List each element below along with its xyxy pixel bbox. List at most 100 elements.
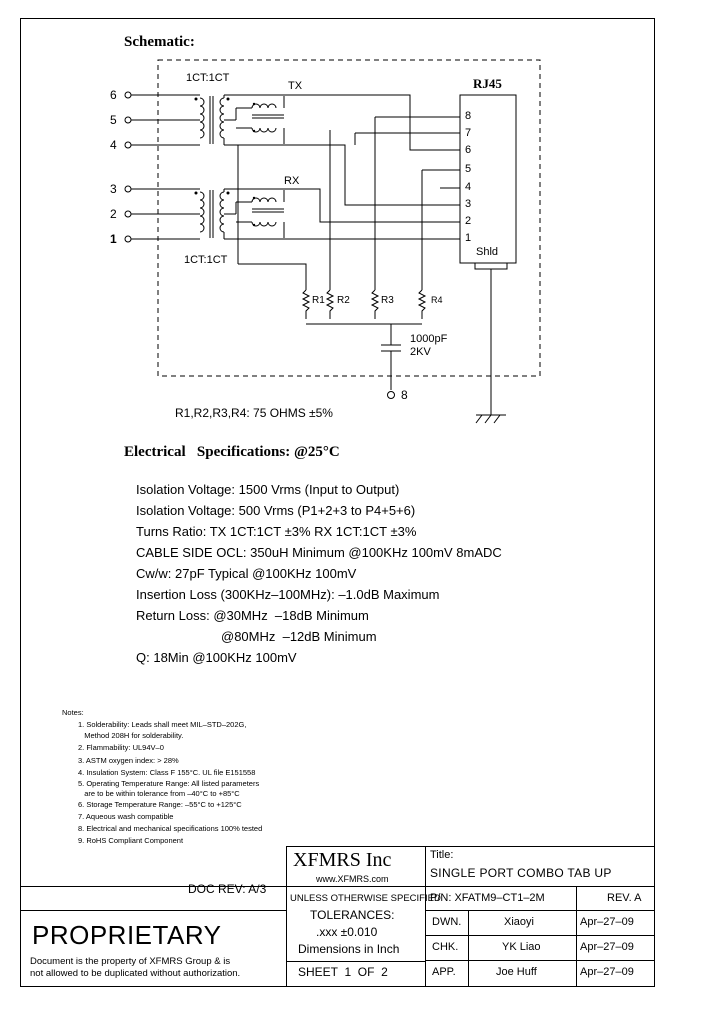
shield-tab (474, 262, 508, 270)
rj45-pin-3: 3 (465, 198, 472, 210)
note-item: 2. Flammability: UL94V–0 (78, 743, 164, 752)
dimensions-unit: Dimensions in Inch (298, 942, 400, 956)
rx-secondary-coil (219, 191, 225, 233)
app-date: Apr–27–09 (580, 966, 634, 978)
spec-line: Turns Ratio: TX 1CT:1CT ±3% RX 1CT:1CT ±… (136, 524, 417, 539)
tx-label: TX (288, 80, 303, 92)
rj45-pin-8: 8 (465, 110, 472, 122)
left-pin-5: 5 (110, 113, 117, 127)
proprietary-text: Document is the property of XFMRS Group … (30, 956, 231, 967)
company-website: www.XFMRS.com (316, 874, 389, 884)
note-item: 5. Operating Temperature Range: All list… (78, 779, 260, 788)
schematic-heading: Schematic: (124, 34, 195, 50)
spec-line: Insertion Loss (300KHz–100MHz): –1.0dB M… (136, 587, 440, 602)
tolerance-value: .xxx ±0.010 (316, 925, 378, 939)
note-item: 3. ASTM oxygen index: > 28% (78, 756, 179, 765)
r1 (301, 289, 311, 319)
ground-pin-label: 8 (401, 388, 408, 402)
left-pin-2: 2 (110, 207, 117, 221)
tb-line (286, 846, 655, 847)
tolerances-label: TOLERANCES: (310, 908, 395, 922)
schematic-diagram (124, 59, 541, 424)
rj45-pin-2: 2 (465, 215, 472, 227)
app-name: Joe Huff (496, 966, 537, 978)
rx-choke-top (251, 197, 277, 203)
electrical-heading: Electrical Specifications: @25°C (124, 444, 340, 460)
pin8-terminal (387, 391, 395, 399)
note-item: are to be within tolerance from –40°C to… (78, 789, 240, 798)
rj45-pin-6: 6 (465, 144, 472, 156)
left-pin-3: 3 (110, 182, 117, 196)
rj45-pin-4: 4 (465, 181, 472, 193)
sheet-number: SHEET 1 OF 2 (298, 965, 388, 979)
title-label: Title: (430, 849, 454, 861)
tb-line (20, 886, 655, 887)
drawing-frame (20, 18, 655, 987)
note-item: 9. RoHS Compliant Component (78, 836, 184, 845)
left-pin-6: 6 (110, 88, 117, 102)
chk-label: CHK. (432, 941, 459, 953)
chk-name: YK Liao (502, 941, 541, 953)
rx-primary-coil (199, 191, 205, 233)
r3-label: R3 (381, 295, 394, 306)
tb-line (286, 846, 287, 987)
schematic-boundary (157, 59, 541, 377)
tx-choke-bottom (251, 127, 277, 133)
tb-line (468, 910, 469, 987)
rj45-pin-7: 7 (465, 127, 472, 139)
spec-line: Isolation Voltage: 1500 Vrms (Input to O… (136, 482, 400, 497)
tb-line (425, 846, 426, 987)
tb-line (286, 961, 425, 962)
note-item: 7. Aqueous wash compatible (78, 812, 174, 821)
rx-label: RX (284, 175, 300, 187)
note-item: Method 208H for solderability. (78, 731, 184, 740)
tb-line (20, 910, 286, 911)
ratio-top: 1CT:1CT (186, 72, 230, 84)
app-label: APP. (432, 966, 456, 978)
cap-value: 1000pF (410, 333, 448, 345)
rj45-pin-5: 5 (465, 163, 472, 175)
r2 (325, 289, 335, 319)
chk-date: Apr–27–09 (580, 941, 634, 953)
proprietary-heading: PROPRIETARY (32, 920, 222, 950)
left-pin-1: 1 (110, 232, 117, 246)
r4-label: R4 (431, 295, 443, 305)
note-item: 4. Insulation System: Class F 155°C. UL … (78, 768, 256, 777)
spec-line: Isolation Voltage: 500 Vrms (P1+2+3 to P… (136, 503, 416, 518)
note-item: 8. Electrical and mechanical specificati… (78, 824, 263, 833)
notes-heading: Notes: (62, 708, 84, 717)
r3 (370, 289, 380, 319)
drawing-title: SINGLE PORT COMBO TAB UP (430, 866, 612, 880)
r2-label: R2 (337, 295, 350, 306)
tx-primary-coil (199, 97, 205, 139)
r4 (417, 289, 427, 319)
proprietary-text: not allowed to be duplicated without aut… (30, 968, 241, 979)
tb-line (425, 960, 655, 961)
part-number: P/N: XFATM9–CT1–2M (430, 892, 545, 904)
r1-label: R1 (312, 295, 325, 306)
tx-choke-top (251, 103, 277, 109)
rj45-pin-1: 1 (465, 232, 472, 244)
spec-line: Q: 18Min @100KHz 100mV (136, 650, 297, 665)
spec-line: @80MHz –12dB Minimum (221, 629, 377, 644)
shield-label: Shld (476, 246, 499, 258)
cap-voltage: 2KV (410, 346, 431, 358)
dwn-date: Apr–27–09 (580, 916, 634, 928)
spec-line: Cw/w: 27pF Typical @100KHz 100mV (136, 566, 357, 581)
tb-line (425, 935, 655, 936)
dwn-label: DWN. (432, 916, 462, 928)
tb-line (576, 886, 577, 987)
unless-specified: UNLESS OTHERWISE SPECIFIED (290, 893, 441, 904)
tb-line (425, 910, 655, 911)
note-item: 1. Solderability: Leads shall meet MIL–S… (78, 720, 247, 729)
resistor-note: R1,R2,R3,R4: 75 OHMS ±5% (175, 406, 333, 420)
rj45-label: RJ45 (473, 76, 502, 91)
spec-line: Return Loss: @30MHz –18dB Minimum (136, 608, 369, 623)
company-name: XFMRS Inc (293, 849, 392, 871)
tx-secondary-coil (219, 97, 225, 139)
dwn-name: Xiaoyi (504, 916, 534, 928)
doc-rev: DOC REV: A/3 (188, 882, 267, 896)
rx-choke-bottom (251, 221, 277, 227)
ratio-bottom: 1CT:1CT (184, 254, 228, 266)
spec-line: CABLE SIDE OCL: 350uH Minimum @100KHz 10… (136, 545, 502, 560)
